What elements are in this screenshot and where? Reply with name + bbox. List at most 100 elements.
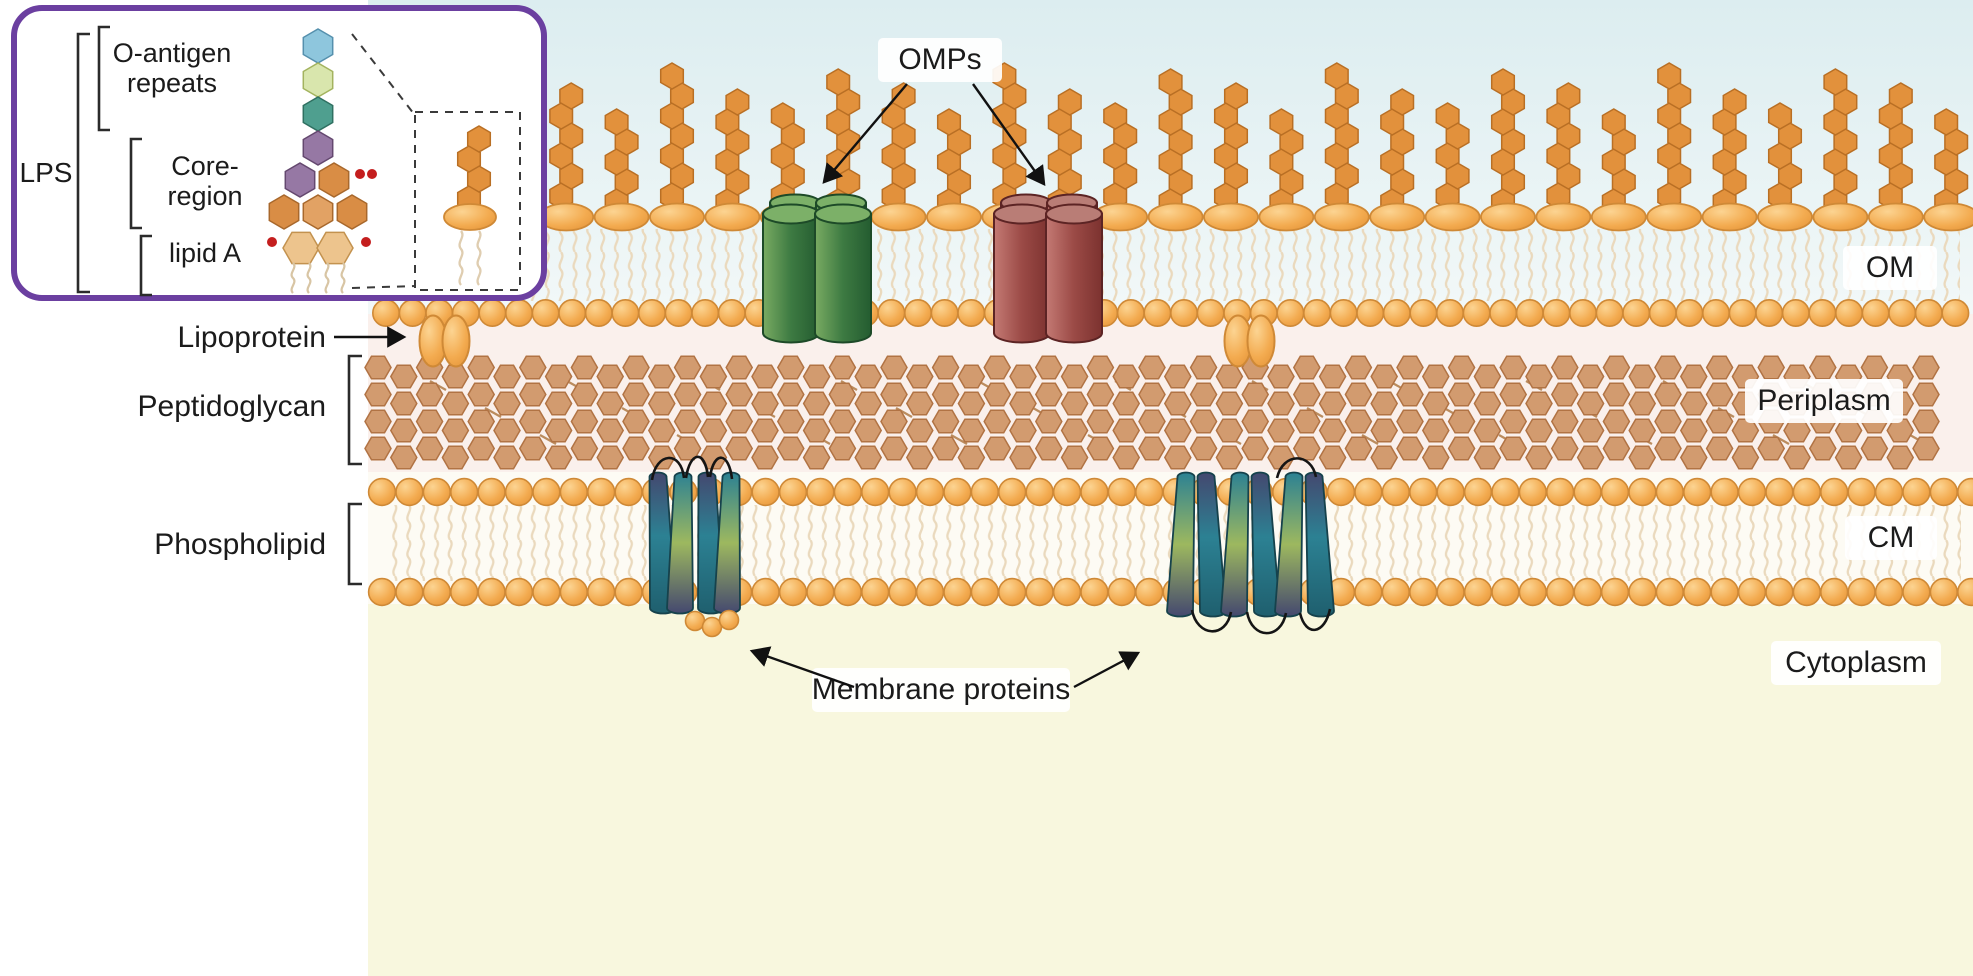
- cm-lipid-head: [586, 477, 616, 507]
- peptidoglycan-sugar: [802, 418, 831, 443]
- peptidoglycan-sugar: [776, 436, 805, 461]
- om-lipid-head: [593, 202, 650, 232]
- lps-sugar-hexagon: [936, 148, 962, 176]
- om-lipid-head: [1258, 202, 1315, 232]
- lps-sugar-hexagon: [1334, 82, 1359, 110]
- lps-sugar-hexagon: [1601, 148, 1626, 176]
- lps-inset-labels: LPS O-antigen repeats Core- region lipid…: [20, 25, 243, 297]
- lps-sugar-hexagon: [1113, 122, 1138, 150]
- lps-sugar-hexagon: [604, 108, 629, 136]
- omp-barrel-green: [762, 193, 872, 344]
- peptidoglycan-sugar: [957, 364, 986, 389]
- om-lipid-head: [443, 203, 497, 231]
- lps-sugar-hexagon: [1667, 122, 1692, 150]
- lps-sugar-hexagon: [1888, 162, 1913, 190]
- peptidoglycan-sugar: [1499, 355, 1528, 380]
- peptidoglycan-sugar: [1086, 355, 1115, 380]
- om-lipid-head: [1143, 298, 1172, 327]
- peptidoglycan-sugar: [544, 391, 573, 416]
- cm-lipid-head: [1710, 577, 1739, 607]
- cm-lipid-head: [1957, 577, 1973, 607]
- peptidoglycan-sugar: [441, 364, 470, 389]
- peptidoglycan-sugar: [1860, 436, 1889, 461]
- peptidoglycan-sugar: [1421, 364, 1450, 389]
- peptidoglycan-sugar: [1705, 355, 1734, 380]
- lps-sugar-hexagon: [1823, 108, 1848, 136]
- lps-sugar-hexagon: [1712, 108, 1737, 136]
- cm-lipid-head: [422, 477, 451, 507]
- cm-lipid-head: [888, 477, 917, 507]
- cytoplasm-label: Cytoplasm: [1785, 646, 1927, 679]
- cm-lipid-head: [997, 577, 1027, 607]
- peptidoglycan-sugar: [880, 382, 908, 407]
- peptidoglycan-sugar: [1034, 436, 1063, 461]
- cytoplasm-band: [368, 604, 1973, 976]
- peptidoglycan-sugar: [1060, 391, 1089, 416]
- peptidoglycan-sugar: [931, 436, 960, 461]
- peptidoglycan-sugar: [931, 382, 960, 407]
- lps-sugar-hexagon: [891, 82, 916, 110]
- peptidoglycan-sugar: [828, 436, 857, 461]
- omps-arrow-left: [822, 83, 908, 184]
- peptidoglycan-sugar: [1318, 391, 1347, 416]
- peptidoglycan-sugar: [751, 445, 779, 470]
- cm-lipid-head: [860, 477, 890, 507]
- zoom-rect: [414, 111, 521, 291]
- cm-lipid-head: [1847, 577, 1876, 607]
- cm-lipid-head: [1025, 577, 1054, 607]
- lps-sugar-hexagon: [1611, 128, 1636, 156]
- peptidoglycan-sugar: [1525, 364, 1553, 389]
- peptidoglycan-sugar: [1912, 382, 1940, 407]
- lps-sugar-hexagon: [1445, 122, 1470, 150]
- lps-sugar-hexagon: [1113, 162, 1138, 190]
- cm-lipid-head: [1710, 477, 1739, 507]
- peptidoglycan-sugar: [596, 418, 625, 443]
- peptidoglycan-sugar: [1292, 382, 1321, 407]
- peptidoglycan-sugar: [905, 445, 934, 470]
- peptidoglycan-sugar: [1344, 355, 1373, 380]
- cm-lipid-head: [751, 477, 780, 507]
- peptidoglycan-sugar: [1292, 409, 1321, 434]
- om-lipid-head: [1276, 298, 1305, 327]
- lipid-tail: [340, 262, 346, 294]
- cm-lipid-head: [450, 577, 479, 607]
- peptidoglycan-sugar: [1034, 409, 1063, 434]
- lps-sugar-hexagon: [1657, 62, 1682, 90]
- peptidoglycan-sugar: [570, 409, 599, 434]
- om-lipid-head: [1542, 298, 1571, 327]
- cm-lipid-head: [1080, 577, 1109, 607]
- peptidoglycan-sugar: [1679, 391, 1708, 416]
- cm-lipid-head: [806, 477, 835, 507]
- peptidoglycan-sugar: [1215, 445, 1244, 470]
- om-lipid-head: [1424, 202, 1481, 232]
- lps-sugar-hexagon: [1888, 122, 1913, 150]
- om-lipid-head: [1147, 202, 1204, 232]
- lps-sugar-hexagon: [1777, 162, 1803, 190]
- cm-label: CM: [1868, 521, 1915, 554]
- lps-sugar-hexagon: [1823, 148, 1848, 176]
- lps-sugar-hexagon: [659, 102, 685, 130]
- peptidoglycan-sugar: [725, 436, 754, 461]
- cm-lipid-head: [1682, 577, 1712, 607]
- om-lipid-head: [877, 298, 906, 327]
- om-lipid-head: [1196, 298, 1225, 327]
- periplasm-label: Periplasm: [1757, 384, 1890, 417]
- peptidoglycan-sugar: [1396, 436, 1424, 461]
- lps-sugar-hexagon: [1777, 122, 1803, 150]
- lps-sugar-hexagon: [1767, 102, 1793, 130]
- peptidoglycan-sugar: [1267, 445, 1295, 470]
- peptidoglycan-sugar: [1912, 355, 1940, 380]
- peptidoglycan-sugar: [1576, 391, 1605, 416]
- peptidoglycan-sugar: [983, 436, 1012, 461]
- phosphate-dot: [367, 169, 377, 179]
- peptidoglycan-sugar: [389, 391, 418, 416]
- peptidoglycan-sugar: [1654, 436, 1682, 461]
- peptidoglycan-sugar: [931, 409, 960, 434]
- lipoprotein-oval: [1246, 314, 1276, 368]
- cm-lipid-head: [504, 577, 534, 607]
- peptidoglycan-sugar: [493, 445, 521, 470]
- peptidoglycan-sugar: [699, 364, 728, 389]
- peptidoglycan-sugar: [467, 436, 496, 461]
- lps-sugar-hexagon: [725, 128, 750, 156]
